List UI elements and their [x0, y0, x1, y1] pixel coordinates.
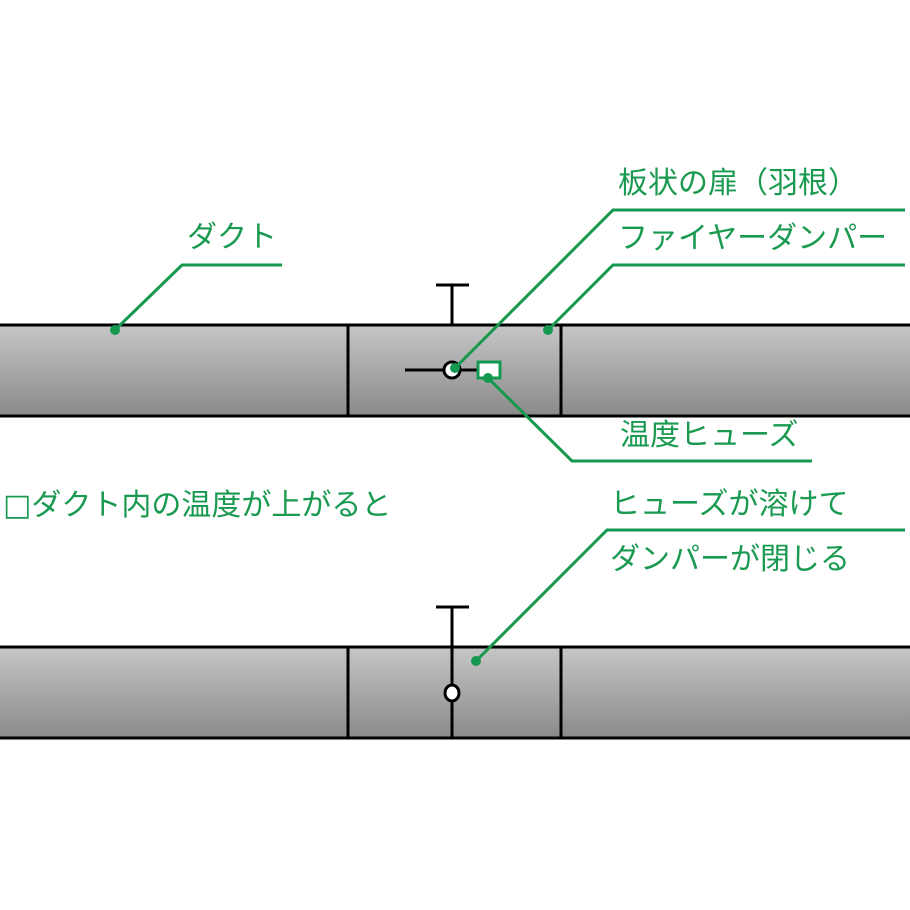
shaft-handle-icon	[436, 283, 469, 325]
anchor-dot-icon	[110, 325, 120, 335]
anchor-dot-icon	[471, 656, 481, 666]
leader-thermal-fuse	[486, 376, 812, 463]
label-blade: 板状の扉（羽根）	[618, 166, 858, 201]
leader-lines-bottom	[474, 528, 905, 663]
leader-duct	[113, 263, 282, 332]
label-thermal-fuse: 温度ヒューズ	[620, 418, 799, 453]
pivot-icon	[443, 683, 461, 703]
leader-result	[474, 528, 905, 663]
duct-open-state	[0, 283, 910, 418]
label-result-line2: ダンパーが閉じる	[610, 542, 850, 577]
label-condition: □ダクト内の温度が上がると	[3, 488, 392, 523]
shaft-handle-icon	[436, 605, 469, 738]
label-duct: ダクト	[187, 220, 277, 255]
leader-fire-damper	[546, 263, 905, 332]
label-fire-damper: ファイヤーダンパー	[618, 221, 888, 256]
anchor-dot-icon	[450, 363, 460, 373]
label-result-line1: ヒューズが溶けて	[610, 487, 849, 522]
anchor-dot-icon	[483, 373, 493, 383]
anchor-dot-icon	[543, 325, 553, 335]
duct-closed-state	[0, 605, 910, 740]
leader-lines-top	[113, 208, 905, 463]
leader-blade	[453, 208, 905, 370]
